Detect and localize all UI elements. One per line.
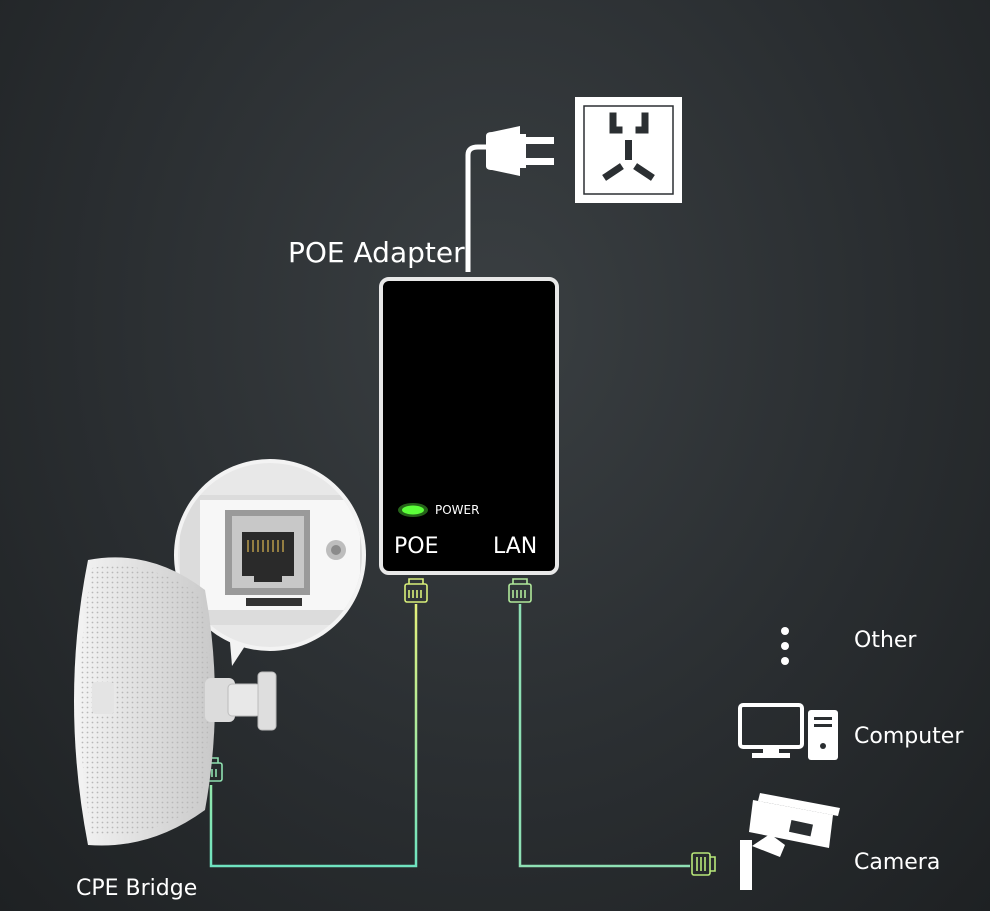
camera-label: Camera — [854, 850, 941, 875]
cpe-bridge-label: CPE Bridge — [76, 876, 198, 901]
more-dots-icon — [781, 627, 789, 665]
lan-port-label: LAN — [493, 534, 538, 559]
poe-port-label: POE — [394, 534, 439, 559]
power-plug-icon — [465, 126, 554, 272]
rj45-connector-icon — [691, 852, 716, 876]
other-label: Other — [854, 628, 917, 653]
cpe-bridge-device — [74, 557, 277, 846]
rj45-connector-icon — [508, 578, 532, 603]
poe-adapter-box — [379, 277, 559, 575]
computer-label: Computer — [854, 724, 964, 749]
power-led-icon — [398, 503, 428, 517]
wall-socket-icon — [575, 97, 682, 203]
computer-icon — [738, 703, 838, 760]
diagram-title: POE Adapter — [288, 236, 465, 269]
camera-icon — [740, 793, 840, 890]
cpe-port-closeup — [174, 459, 366, 666]
rj45-connector-icon — [404, 578, 428, 603]
lan-cable — [518, 604, 690, 868]
power-indicator-label: POWER — [435, 503, 480, 517]
poe-cable — [209, 604, 418, 868]
